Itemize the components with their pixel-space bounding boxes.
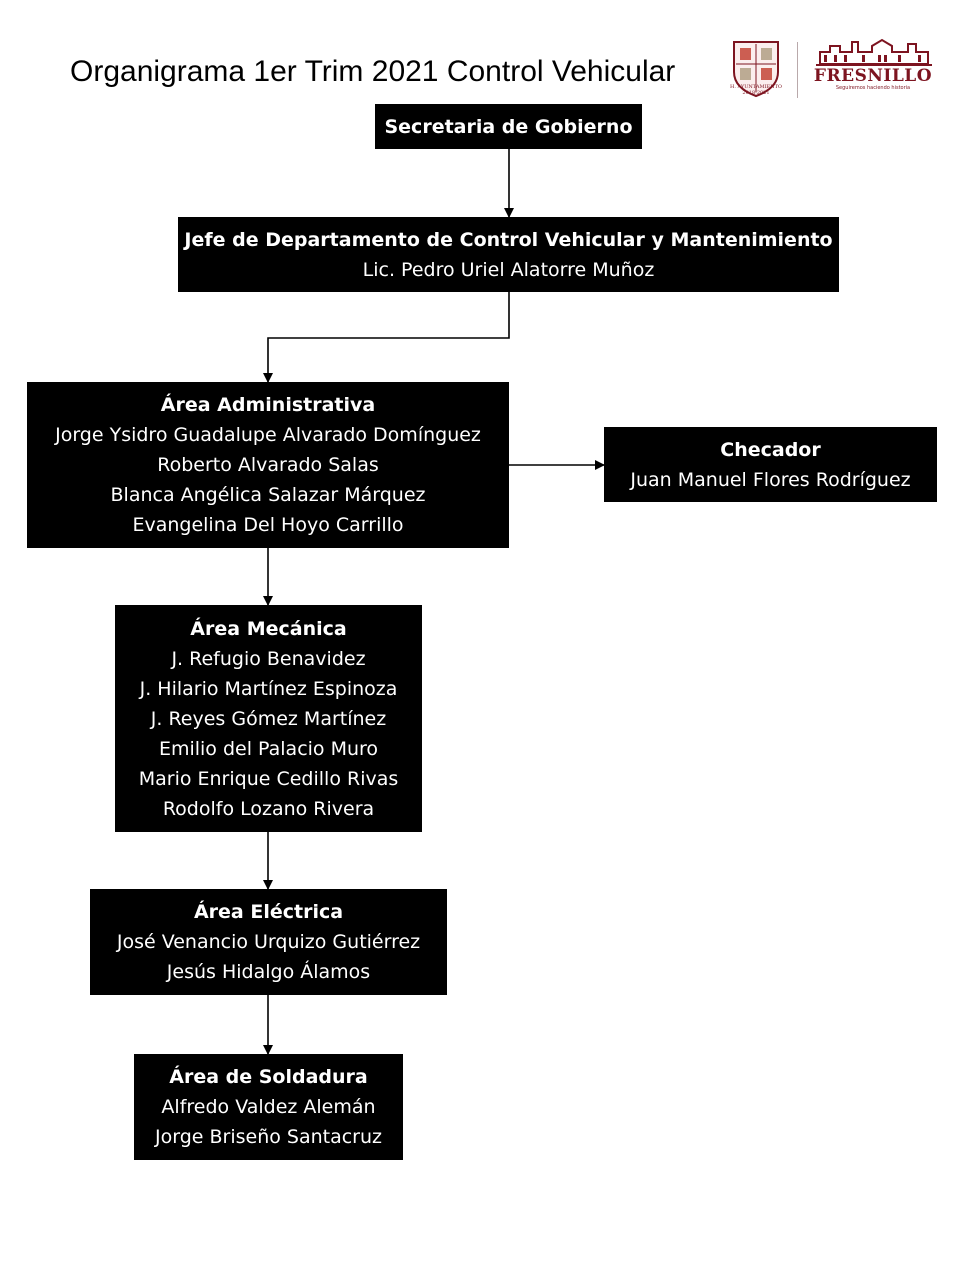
node-member: Jorge Briseño Santacruz	[154, 1126, 383, 1148]
node-member: Emilio del Palacio Muro	[158, 737, 379, 760]
node-title: Jefe de Departamento de Control Vehicula…	[184, 228, 833, 251]
node-title: Área Eléctrica	[193, 901, 344, 923]
node-area-mecanica: Área Mecánica J. Refugio Benavidez J. Hi…	[115, 605, 422, 832]
node-member: J. Refugio Benavidez	[171, 647, 366, 670]
node-jefe-de-departamento: Jefe de Departamento de Control Vehicula…	[178, 217, 839, 292]
node-area-electrica: Área Eléctrica José Venancio Urquizo Gut…	[90, 889, 447, 995]
node-member: Evangelina Del Hoyo Carrillo	[132, 514, 404, 536]
node-member: Alfredo Valdez Alemán	[161, 1096, 376, 1118]
node-secretaria-de-gobierno: Secretaria de Gobierno	[375, 104, 642, 149]
brand-slogan: Seguiremos haciendo historia	[835, 85, 911, 91]
node-member: Blanca Angélica Salazar Márquez	[110, 484, 426, 506]
connector-jefe-to-administrativa	[263, 292, 510, 383]
node-member: José Venancio Urquizo Gutiérrez	[116, 931, 421, 953]
node-member: Mario Enrique Cedillo Rivas	[138, 767, 399, 790]
node-member: Roberto Alvarado Salas	[157, 454, 379, 476]
node-member: Lic. Pedro Uriel Alatorre Muñoz	[362, 258, 655, 281]
fresnillo-skyline-logo	[816, 38, 932, 66]
seal-caption: H. AYUNTAMIENTO 2018-2021	[729, 84, 783, 96]
node-title: Checador	[720, 438, 821, 461]
node-title: Secretaria de Gobierno	[384, 115, 633, 138]
brand-name: FRESNILLO	[813, 66, 933, 86]
logo-divider	[797, 42, 798, 98]
node-area-administrativa: Área Administrativa Jorge Ysidro Guadalu…	[27, 382, 509, 548]
municipal-seal-logo	[733, 41, 779, 98]
node-member: Rodolfo Lozano Rivera	[162, 797, 375, 820]
node-member: J. Hilario Martínez Espinoza	[139, 677, 398, 700]
node-title: Área Administrativa	[160, 394, 376, 416]
node-member: Jorge Ysidro Guadalupe Alvarado Domíngue…	[55, 424, 481, 446]
node-member: J. Reyes Gómez Martínez	[150, 707, 387, 730]
page-title: Organigrama 1er Trim 2021 Control Vehicu…	[70, 55, 676, 88]
node-title: Área de Soldadura	[169, 1066, 368, 1088]
node-member: Juan Manuel Flores Rodríguez	[630, 468, 911, 491]
node-title: Área Mecánica	[190, 617, 347, 640]
node-member: Jesús Hidalgo Álamos	[166, 961, 371, 983]
node-area-de-soldadura: Área de Soldadura Alfredo Valdez Alemán …	[134, 1054, 403, 1160]
node-checador: Checador Juan Manuel Flores Rodríguez	[604, 427, 937, 502]
